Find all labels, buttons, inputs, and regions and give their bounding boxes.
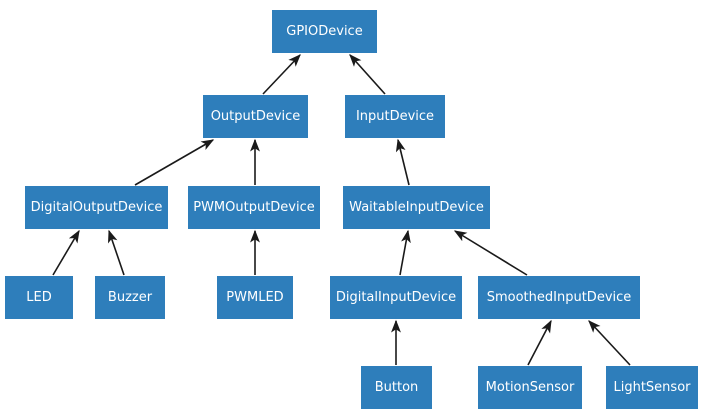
class-node-digitaloutputdevice[interactable]: DigitalOutputDevice [25, 186, 168, 229]
class-node-lightsensor[interactable]: LightSensor [606, 366, 698, 409]
class-node-label: DigitalInputDevice [335, 290, 457, 305]
class-node-button[interactable]: Button [361, 366, 432, 409]
class-node-label: Buzzer [107, 290, 153, 305]
inheritance-arrow-inputdevice-to-gpiodevice [349, 54, 386, 95]
class-node-label: DigitalOutputDevice [30, 200, 163, 215]
class-node-label: MotionSensor [485, 380, 575, 395]
inheritance-arrow-buzzer-to-digitaloutputdevice [108, 229, 125, 276]
inheritance-arrow-digitalinputdevice-to-waitableinputdevice [399, 229, 411, 276]
class-node-inputdevice[interactable]: InputDevice [345, 95, 445, 138]
inheritance-arrow-led-to-digitaloutputdevice [52, 229, 80, 276]
inheritance-arrow-motionsensor-to-smoothedinputdevice [527, 319, 552, 366]
inheritance-arrow-lightsensor-to-smoothedinputdevice [588, 320, 631, 366]
class-node-label: LightSensor [613, 380, 691, 395]
class-node-buzzer[interactable]: Buzzer [95, 276, 165, 319]
class-node-pwmoutputdevice[interactable]: PWMOutputDevice [188, 186, 320, 229]
class-node-label: SmoothedInputDevice [486, 290, 632, 305]
class-node-label: WaitableInputDevice [349, 200, 484, 215]
class-node-label: Button [374, 380, 419, 395]
class-node-gpiodevice[interactable]: GPIODevice [272, 10, 377, 53]
inheritance-arrow-outputdevice-to-gpiodevice [262, 54, 301, 95]
class-node-motionsensor[interactable]: MotionSensor [478, 366, 582, 409]
class-node-label: OutputDevice [210, 109, 301, 124]
class-node-pwmled[interactable]: PWMLED [217, 276, 293, 319]
class-node-waitableinputdevice[interactable]: WaitableInputDevice [343, 186, 490, 229]
inheritance-edges [52, 54, 631, 366]
inheritance-arrow-digitaloutputdevice-to-outputdevice [134, 139, 215, 186]
class-node-label: InputDevice [355, 109, 435, 124]
class-node-label: LED [26, 290, 52, 305]
class-node-led[interactable]: LED [5, 276, 73, 319]
class-node-outputdevice[interactable]: OutputDevice [203, 95, 308, 138]
inheritance-arrow-smoothedinputdevice-to-waitableinputdevice [453, 230, 528, 276]
class-node-label: GPIODevice [286, 24, 363, 39]
class-node-smoothedinputdevice[interactable]: SmoothedInputDevice [478, 276, 640, 319]
class-node-digitalinputdevice[interactable]: DigitalInputDevice [330, 276, 462, 319]
inheritance-arrow-waitableinputdevice-to-inputdevice [395, 138, 410, 186]
class-node-label: PWMLED [226, 290, 284, 305]
class-node-label: PWMOutputDevice [193, 200, 315, 215]
